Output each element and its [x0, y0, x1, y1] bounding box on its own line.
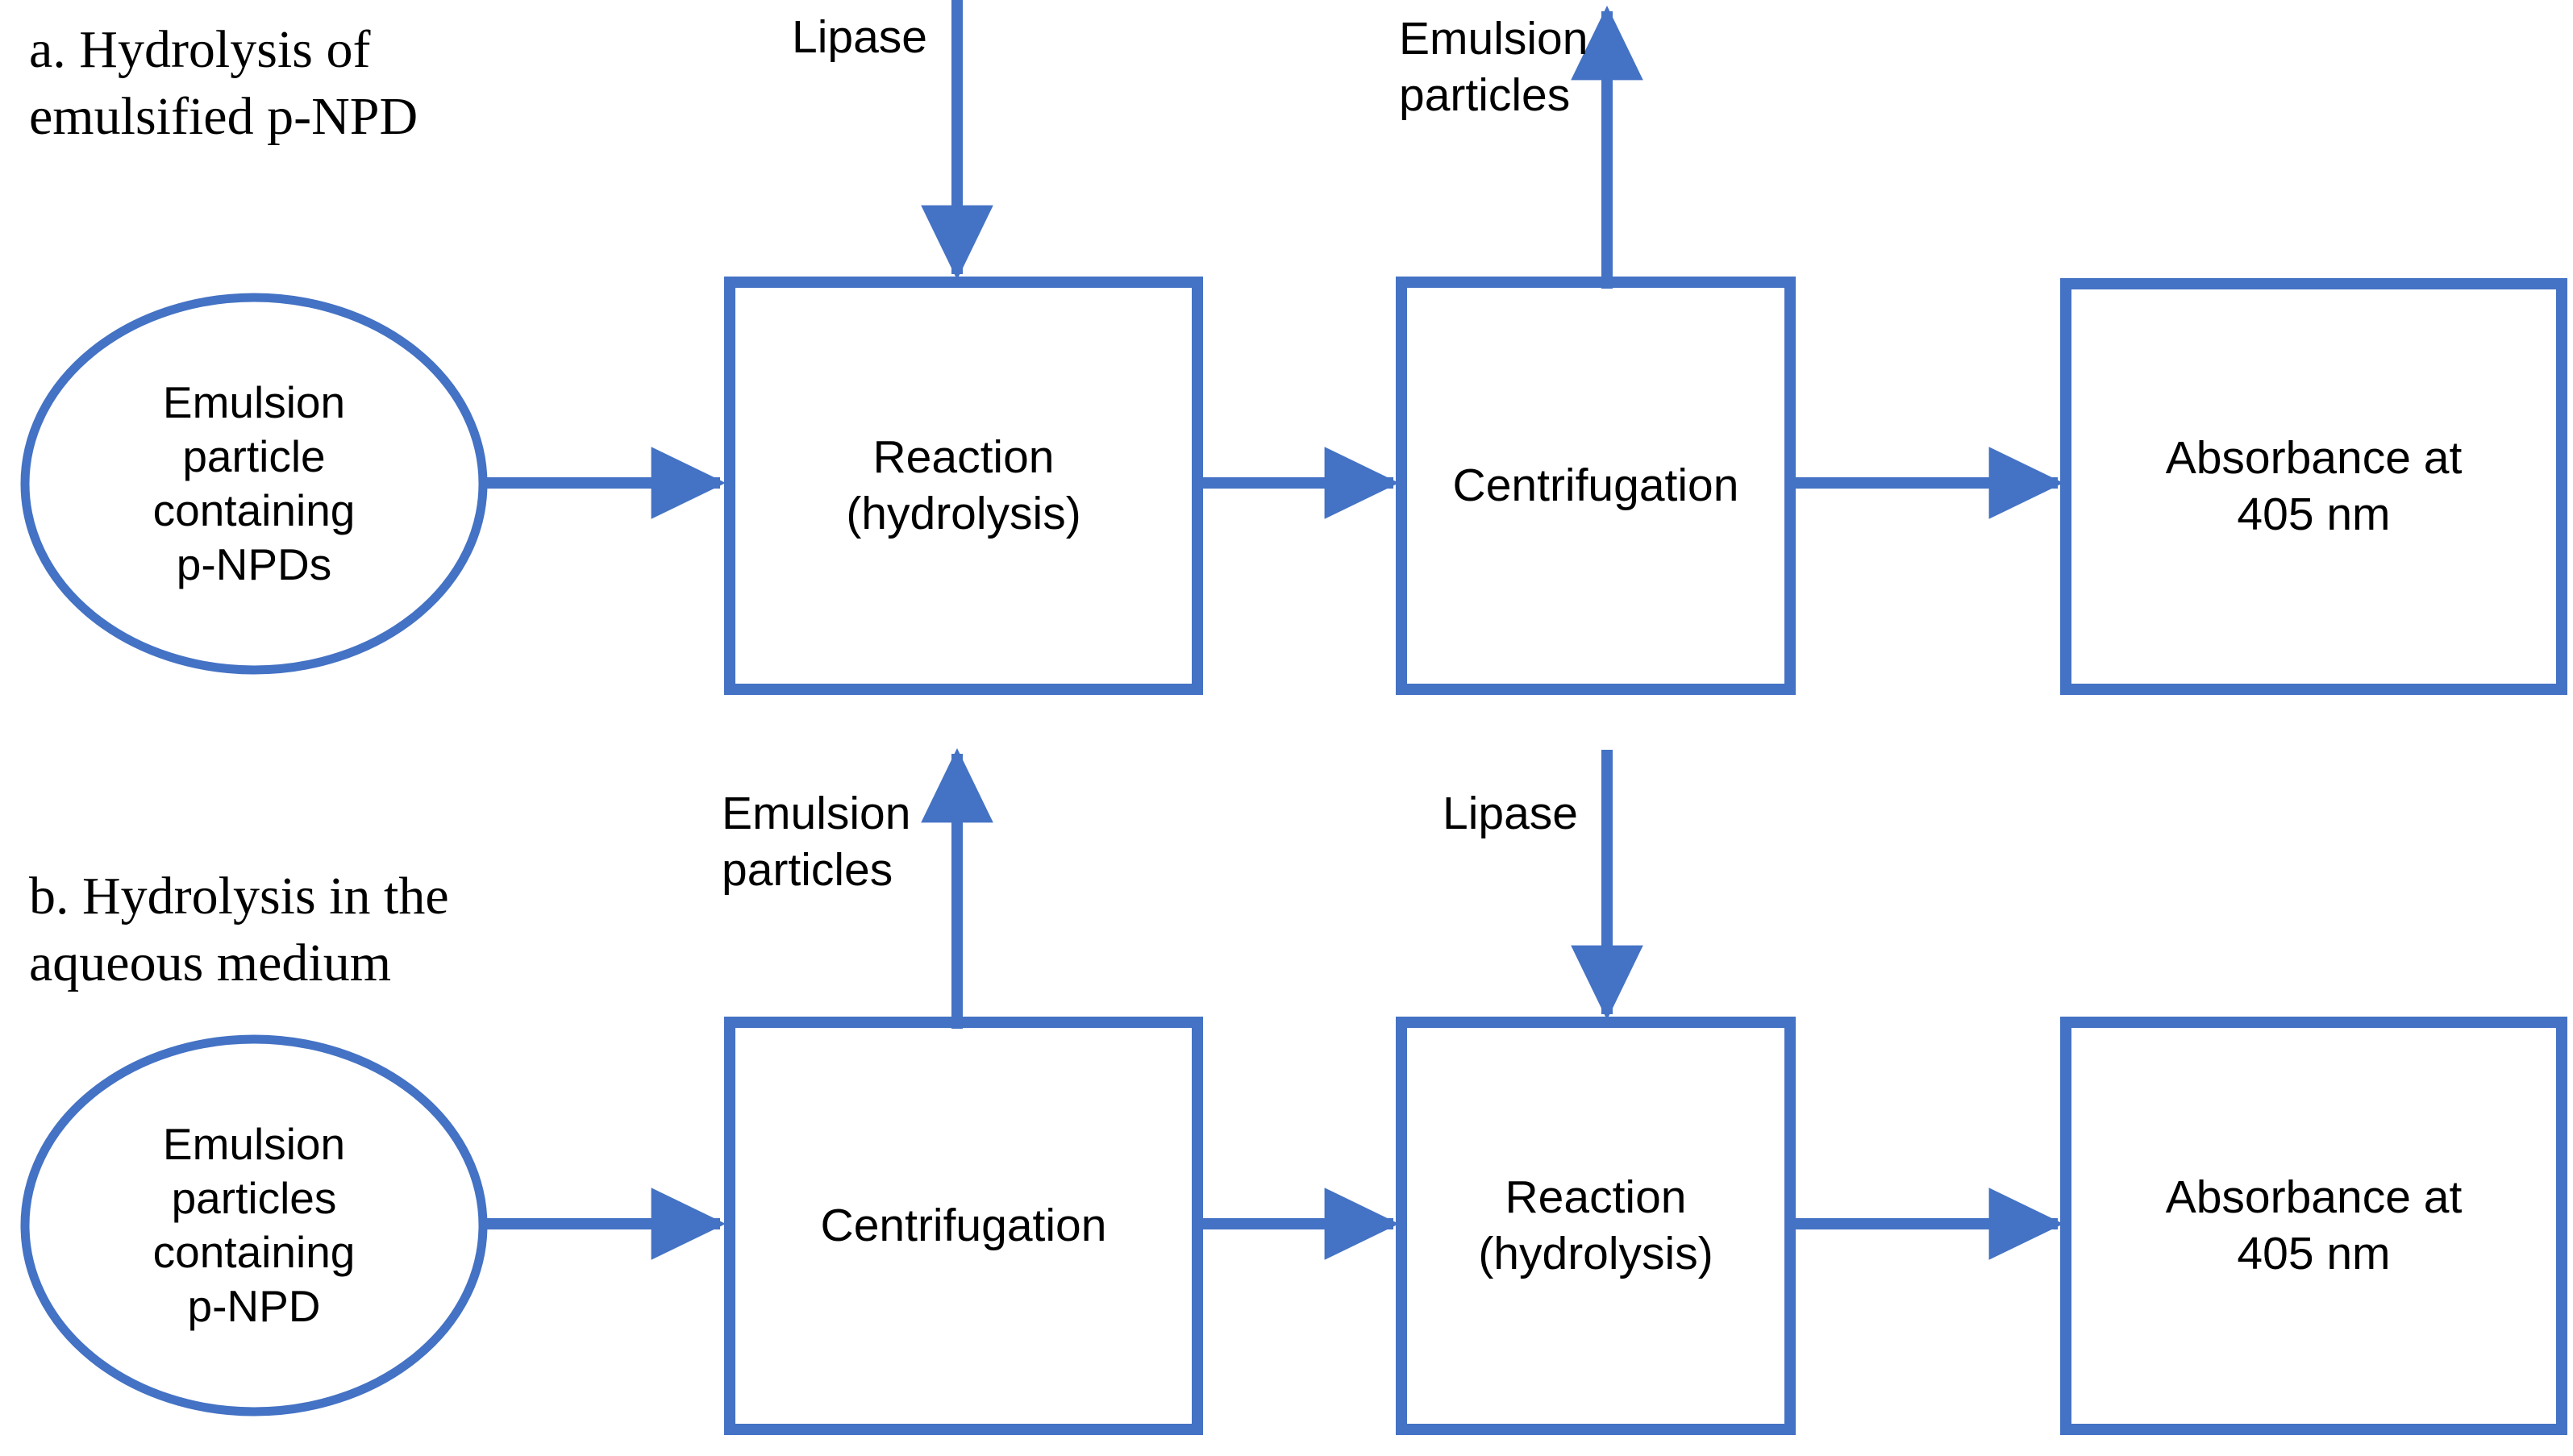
panel-a-title: a. Hydrolysis of emulsified p-NPD	[29, 20, 418, 147]
panel-a-start-ellipse	[20, 293, 488, 675]
panel-a-emulsion-particles-label: Emulsion particles	[1399, 13, 1588, 121]
panel-b-lipase-label: Lipase	[1443, 788, 1578, 839]
panel-b-step-1-box	[724, 1017, 1203, 1435]
panel-b-emulsion-particles-label: Emulsion particles	[722, 788, 911, 896]
panel-a-step-2-box	[1396, 277, 1796, 695]
panel-a-lipase-label: Lipase	[792, 11, 927, 63]
panel-b-step-3-box	[2060, 1017, 2567, 1435]
panel-a-step-1-box	[724, 277, 1203, 695]
panel-a-step-3-box	[2060, 278, 2567, 695]
panel-b-step-2-box	[1396, 1017, 1796, 1435]
panel-b-title: b. Hydrolysis in the aqueous medium	[29, 867, 449, 993]
panel-b-start-ellipse	[20, 1034, 488, 1416]
